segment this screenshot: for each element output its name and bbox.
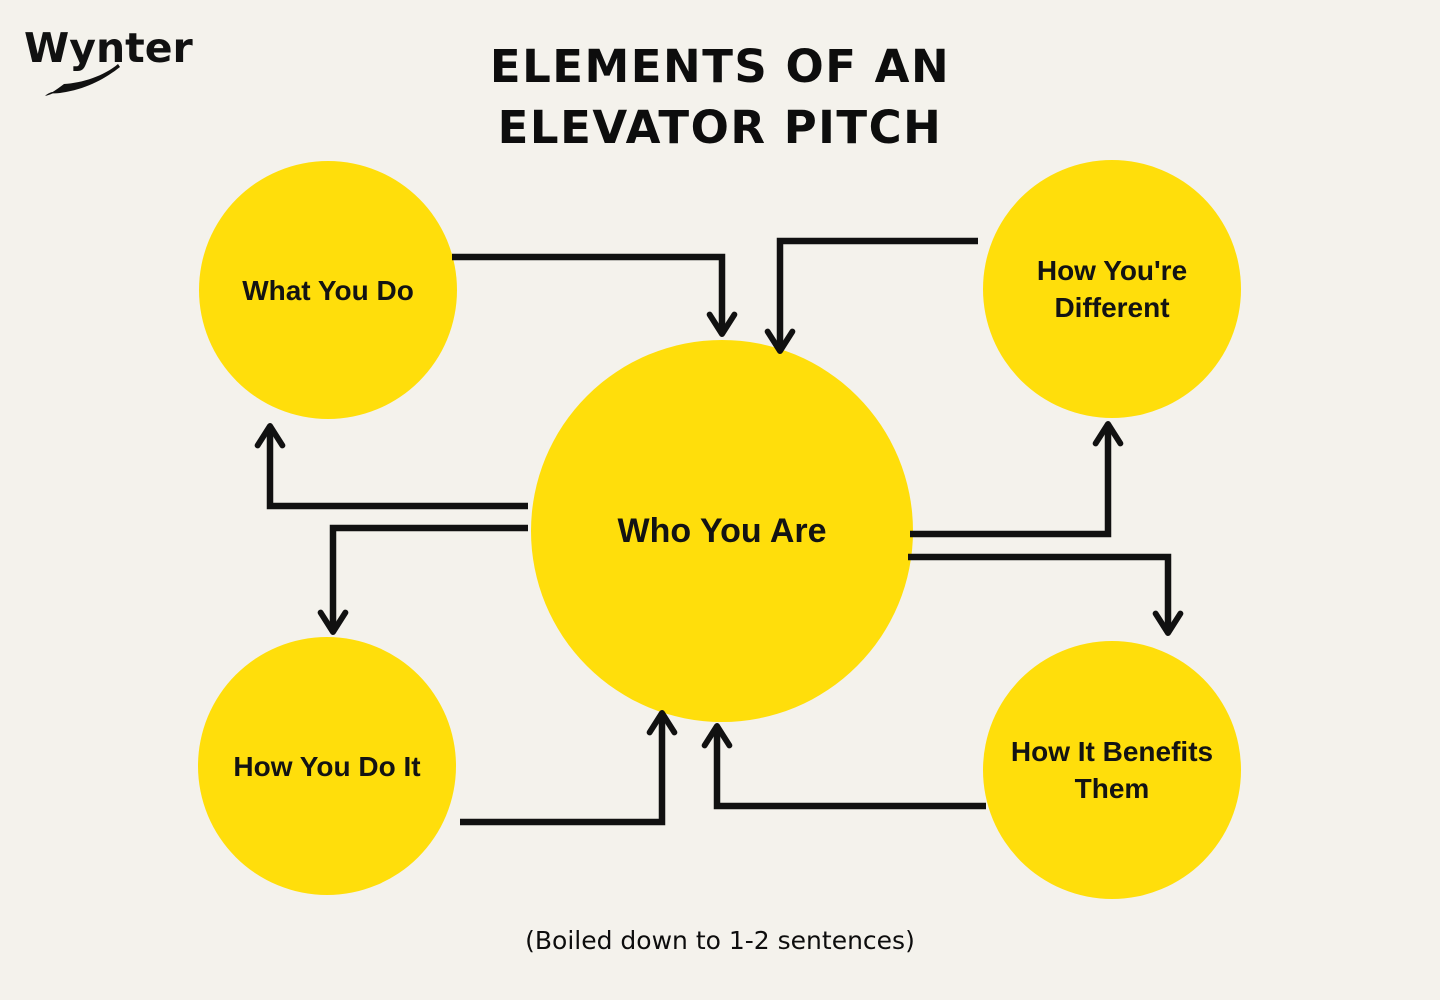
connector-what-you-do-to-center [452, 253, 738, 337]
node-how-youre-different-label: How You're Different [1036, 255, 1188, 323]
connector-center-to-how-it-benefits-them [908, 553, 1184, 636]
node-how-it-benefits-them: How It Benefits Them [983, 641, 1241, 899]
page-title-line2: ELEVATOR PITCH [497, 101, 943, 154]
node-how-youre-different: How You're Different [983, 160, 1241, 418]
node-what-you-do-label: What You Do [242, 274, 414, 306]
wynter-logo-text: Wynter [24, 24, 194, 72]
connector-center-to-what-you-do [254, 423, 528, 510]
connector-how-you-do-it-to-center [460, 710, 678, 826]
node-who-you-are: Who You Are [531, 340, 913, 722]
node-who-you-are-label: Who You Are [617, 511, 827, 550]
connector-center-to-how-you-do-it [317, 524, 528, 635]
wynter-logo-swoosh [51, 64, 120, 94]
wynter-logo: Wynter [24, 24, 194, 96]
connector-how-it-benefits-them-to-center [701, 723, 986, 810]
page-title-line1: ELEMENTS OF AN [489, 40, 951, 93]
node-what-you-do: What You Do [199, 161, 457, 419]
caption: (Boiled down to 1-2 sentences) [525, 926, 915, 955]
node-how-it-benefits-them-label: How It Benefits Them [1010, 736, 1214, 804]
wynter-logo-bristle [45, 92, 55, 96]
node-how-you-do-it-label: How You Do It [233, 750, 421, 782]
connector-how-youre-different-to-center [764, 237, 978, 354]
page-title: ELEMENTS OF AN ELEVATOR PITCH [0, 36, 1440, 158]
node-how-you-do-it: How You Do It [198, 637, 456, 895]
connector-center-to-how-youre-different [910, 421, 1124, 538]
